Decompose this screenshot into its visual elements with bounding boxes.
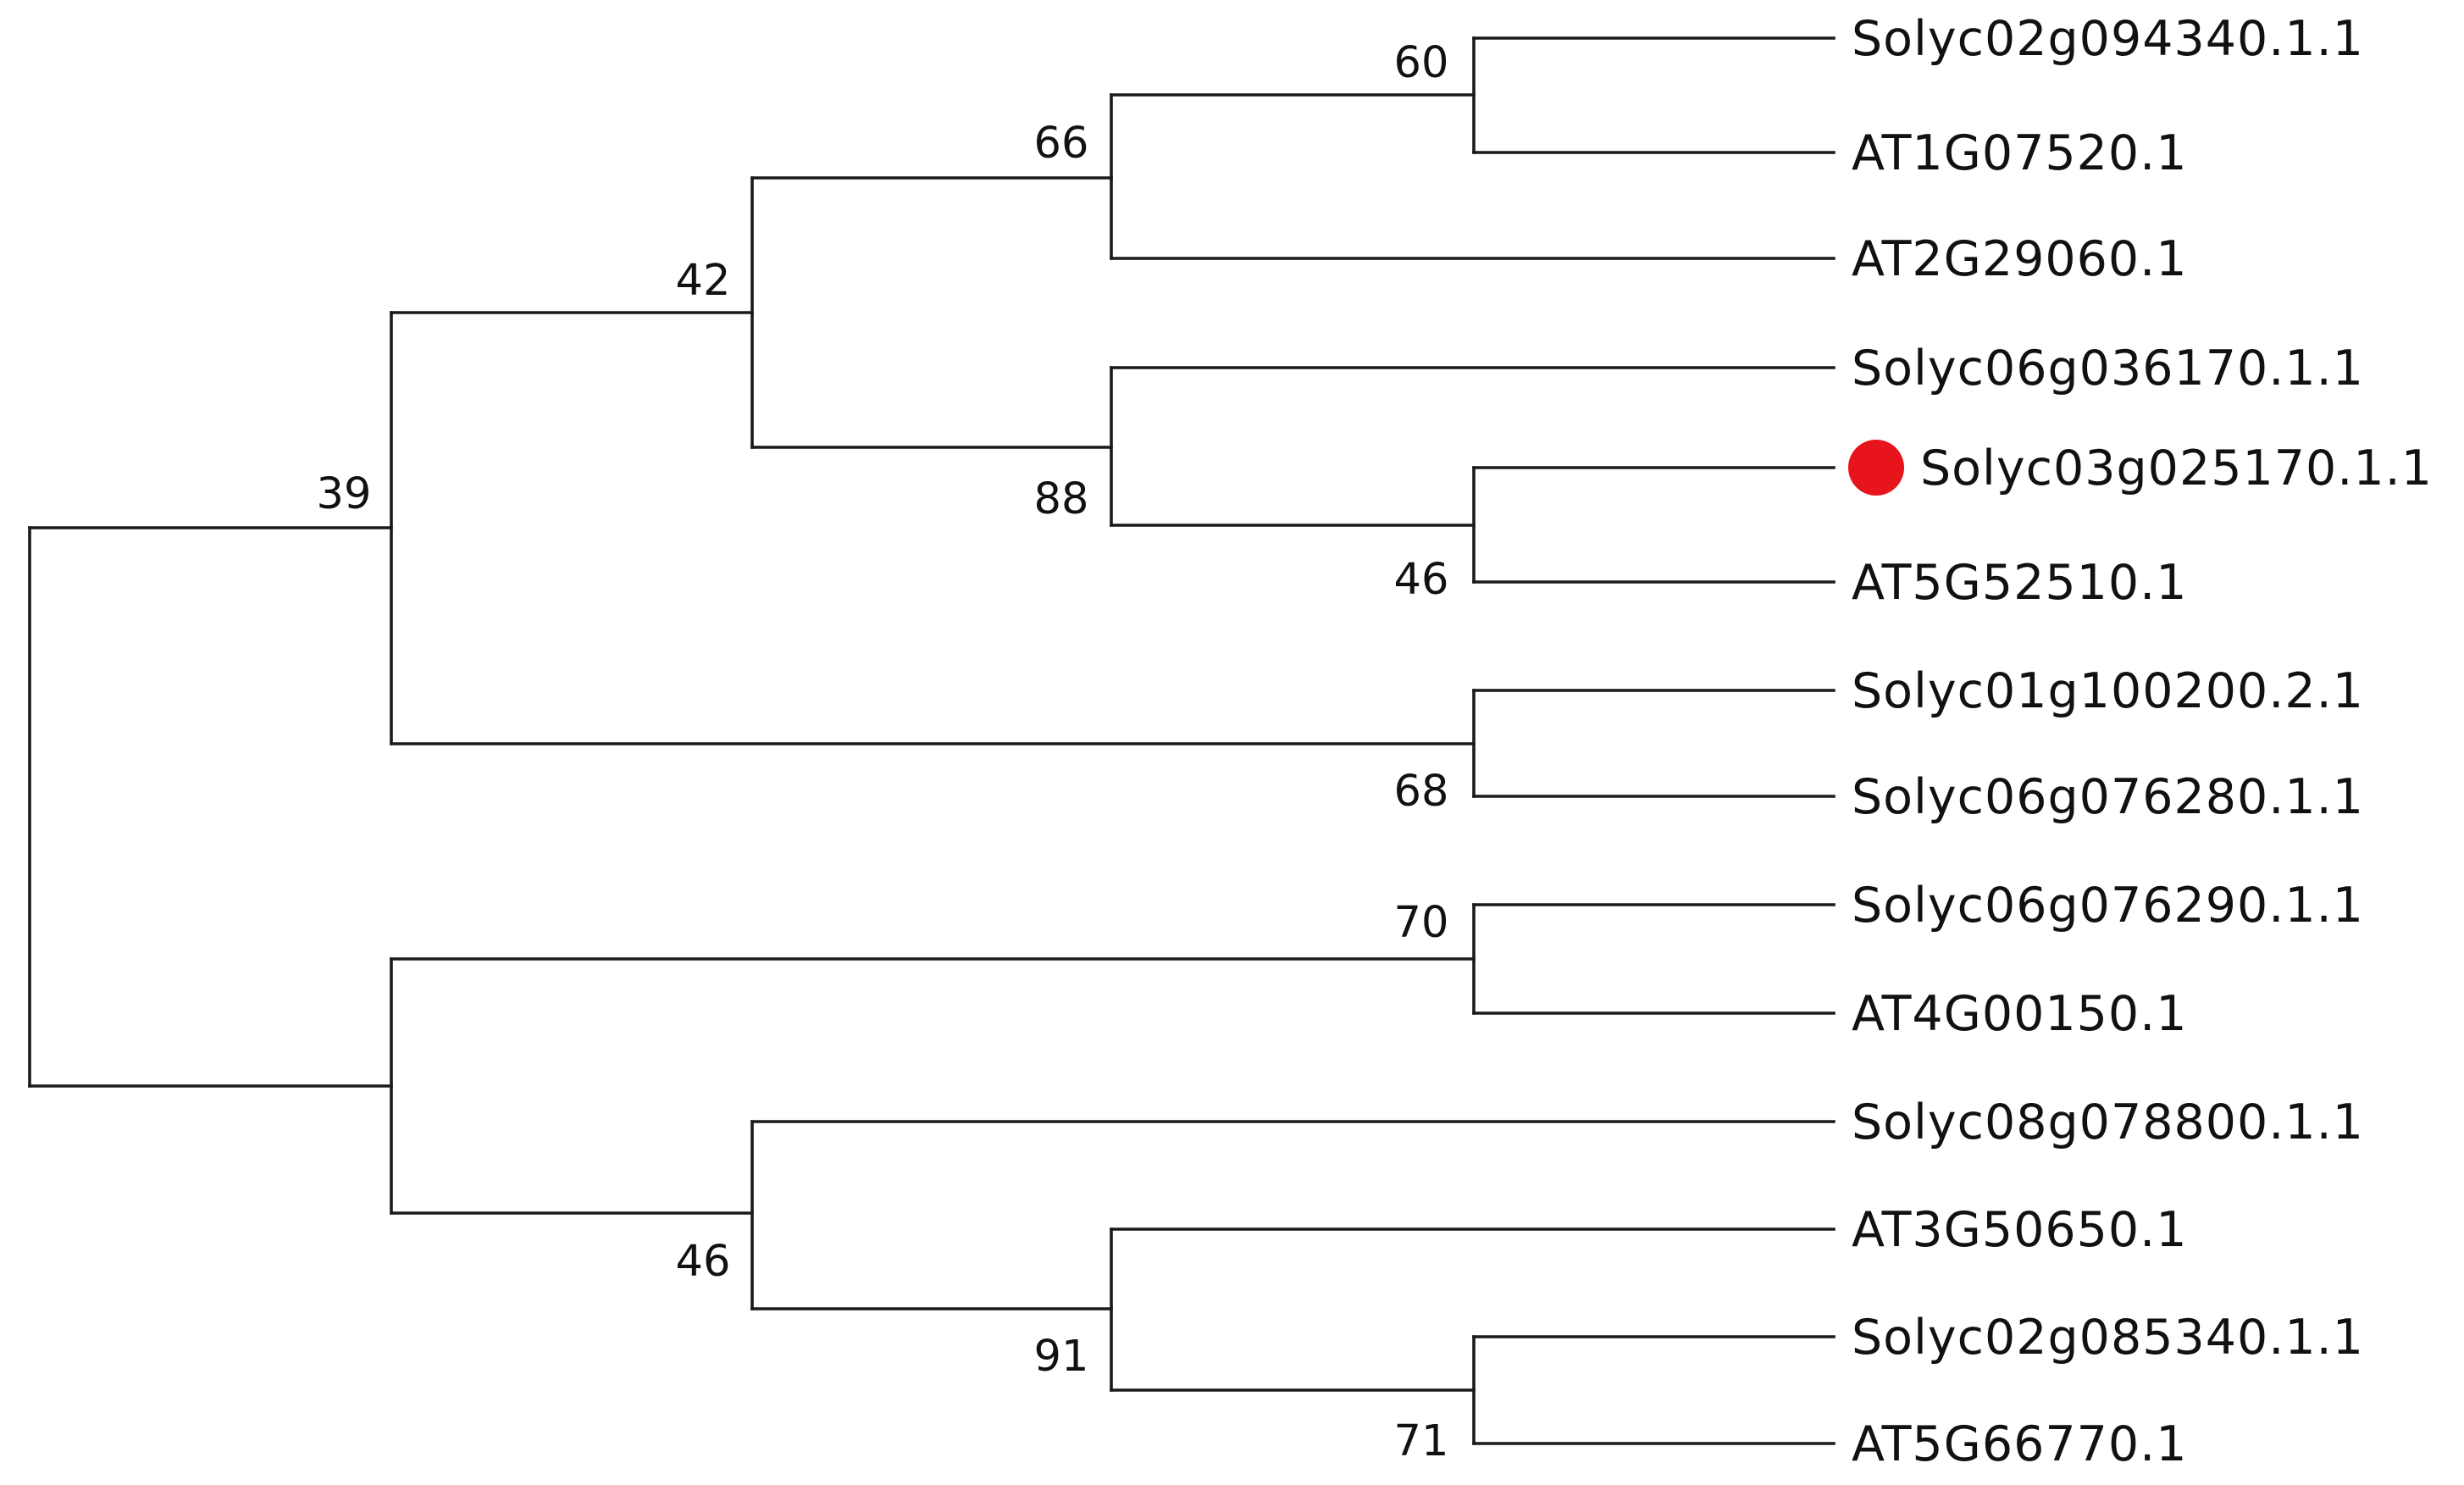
leaf-label: Solyc08g078800.1.1 [1852, 1094, 2364, 1150]
bootstrap-value: 68 [1394, 767, 1449, 817]
leaf-label: AT5G66770.1 [1852, 1416, 2188, 1472]
leaf-label: Solyc03g025170.1.1 [1920, 441, 2433, 496]
bootstrap-value: 39 [317, 469, 372, 519]
bootstrap-value: 46 [1394, 555, 1449, 605]
bootstrap-value: 46 [676, 1237, 731, 1287]
leaf-label: Solyc02g094340.1.1 [1852, 11, 2364, 67]
leaf-label: AT5G52510.1 [1852, 555, 2188, 611]
leaf-label: Solyc02g085340.1.1 [1852, 1310, 2364, 1366]
leaf-label: AT2G29060.1 [1852, 231, 2188, 287]
bootstrap-value: 60 [1394, 38, 1449, 88]
leaf-label: Solyc06g076290.1.1 [1852, 878, 2364, 934]
highlight-marker-dot [1848, 440, 1904, 496]
bootstrap-value: 71 [1394, 1416, 1449, 1466]
bootstrap-value: 42 [676, 256, 731, 306]
tree-branches [28, 36, 1836, 1445]
leaf-label: AT3G50650.1 [1852, 1202, 2188, 1258]
tree-labels: Solyc02g094340.1.1AT1G07520.1AT2G29060.1… [317, 11, 2433, 1472]
bootstrap-value: 70 [1394, 898, 1449, 948]
bootstrap-value: 91 [1034, 1332, 1089, 1382]
leaf-label: Solyc06g036170.1.1 [1852, 341, 2364, 396]
leaf-label: Solyc06g076280.1.1 [1852, 769, 2364, 825]
bootstrap-value: 66 [1034, 119, 1089, 169]
leaf-label: AT4G00150.1 [1852, 986, 2188, 1042]
bootstrap-value: 88 [1034, 474, 1089, 524]
leaf-label: Solyc01g100200.2.1 [1852, 663, 2364, 719]
leaf-label: AT1G07520.1 [1852, 125, 2188, 181]
